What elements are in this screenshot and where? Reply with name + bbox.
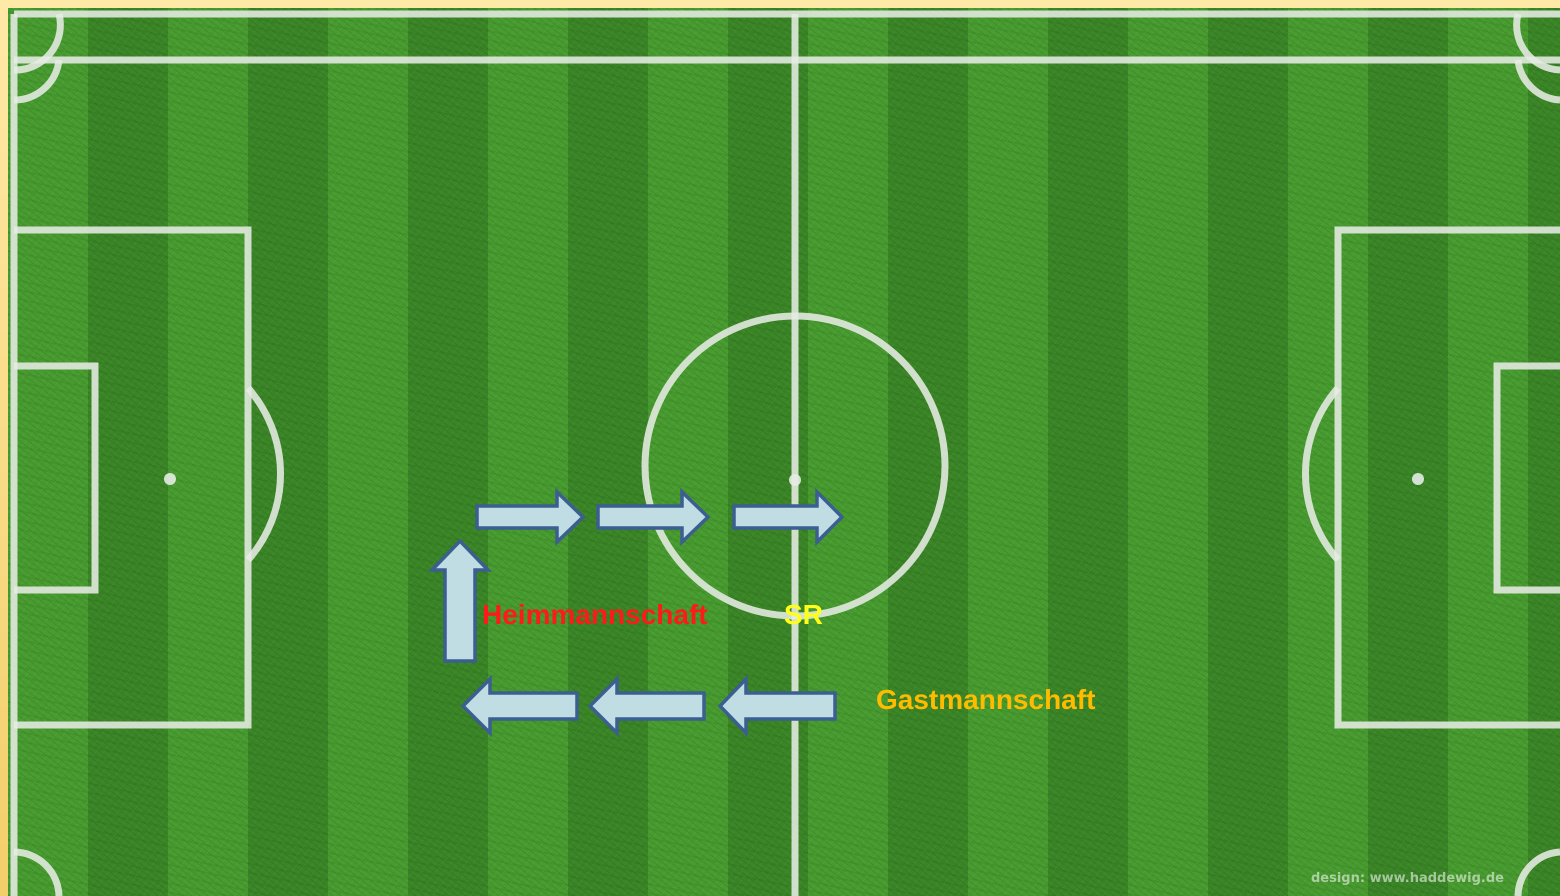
arrow-up: [427, 538, 493, 663]
left-penalty-area: [14, 226, 252, 729]
center-circle: [641, 312, 949, 620]
design-credit: design: www.haddewig.de: [1310, 871, 1504, 886]
arrow-left-1: [460, 674, 579, 738]
left-penalty-arc: [245, 385, 285, 563]
right-penalty-spot: [1412, 473, 1424, 485]
right-goal-area: [1493, 362, 1560, 594]
arrow-right-1: [475, 487, 586, 547]
arrow-right-3: [732, 487, 845, 547]
center-spot: [789, 474, 801, 486]
right-penalty-area: [1334, 226, 1560, 729]
corner-arc-top-left: [13, 13, 64, 74]
left-goal-area: [14, 362, 99, 594]
home-team-label: Heimmannschaft: [482, 599, 708, 630]
right-penalty-arc: [1301, 385, 1341, 563]
away-team-label: Gastmannschaft: [876, 684, 1096, 715]
arrow-right-2: [596, 487, 711, 547]
football-pitch: [8, 8, 1560, 896]
left-penalty-spot: [164, 473, 176, 485]
arrow-left-2: [587, 674, 706, 738]
corner-arc-top-right: [1513, 13, 1560, 74]
corner-arc-top-left-inner: [13, 59, 63, 104]
grass-stripes: [8, 8, 1560, 896]
corner-arc-top-right-inner: [1514, 59, 1560, 104]
corner-arc-bottom-left: [13, 848, 63, 896]
grass-texture: [8, 8, 1560, 896]
referee-label: SR: [784, 599, 823, 630]
corner-arc-bottom-right: [1514, 848, 1560, 896]
arrow-left-3: [717, 674, 837, 738]
